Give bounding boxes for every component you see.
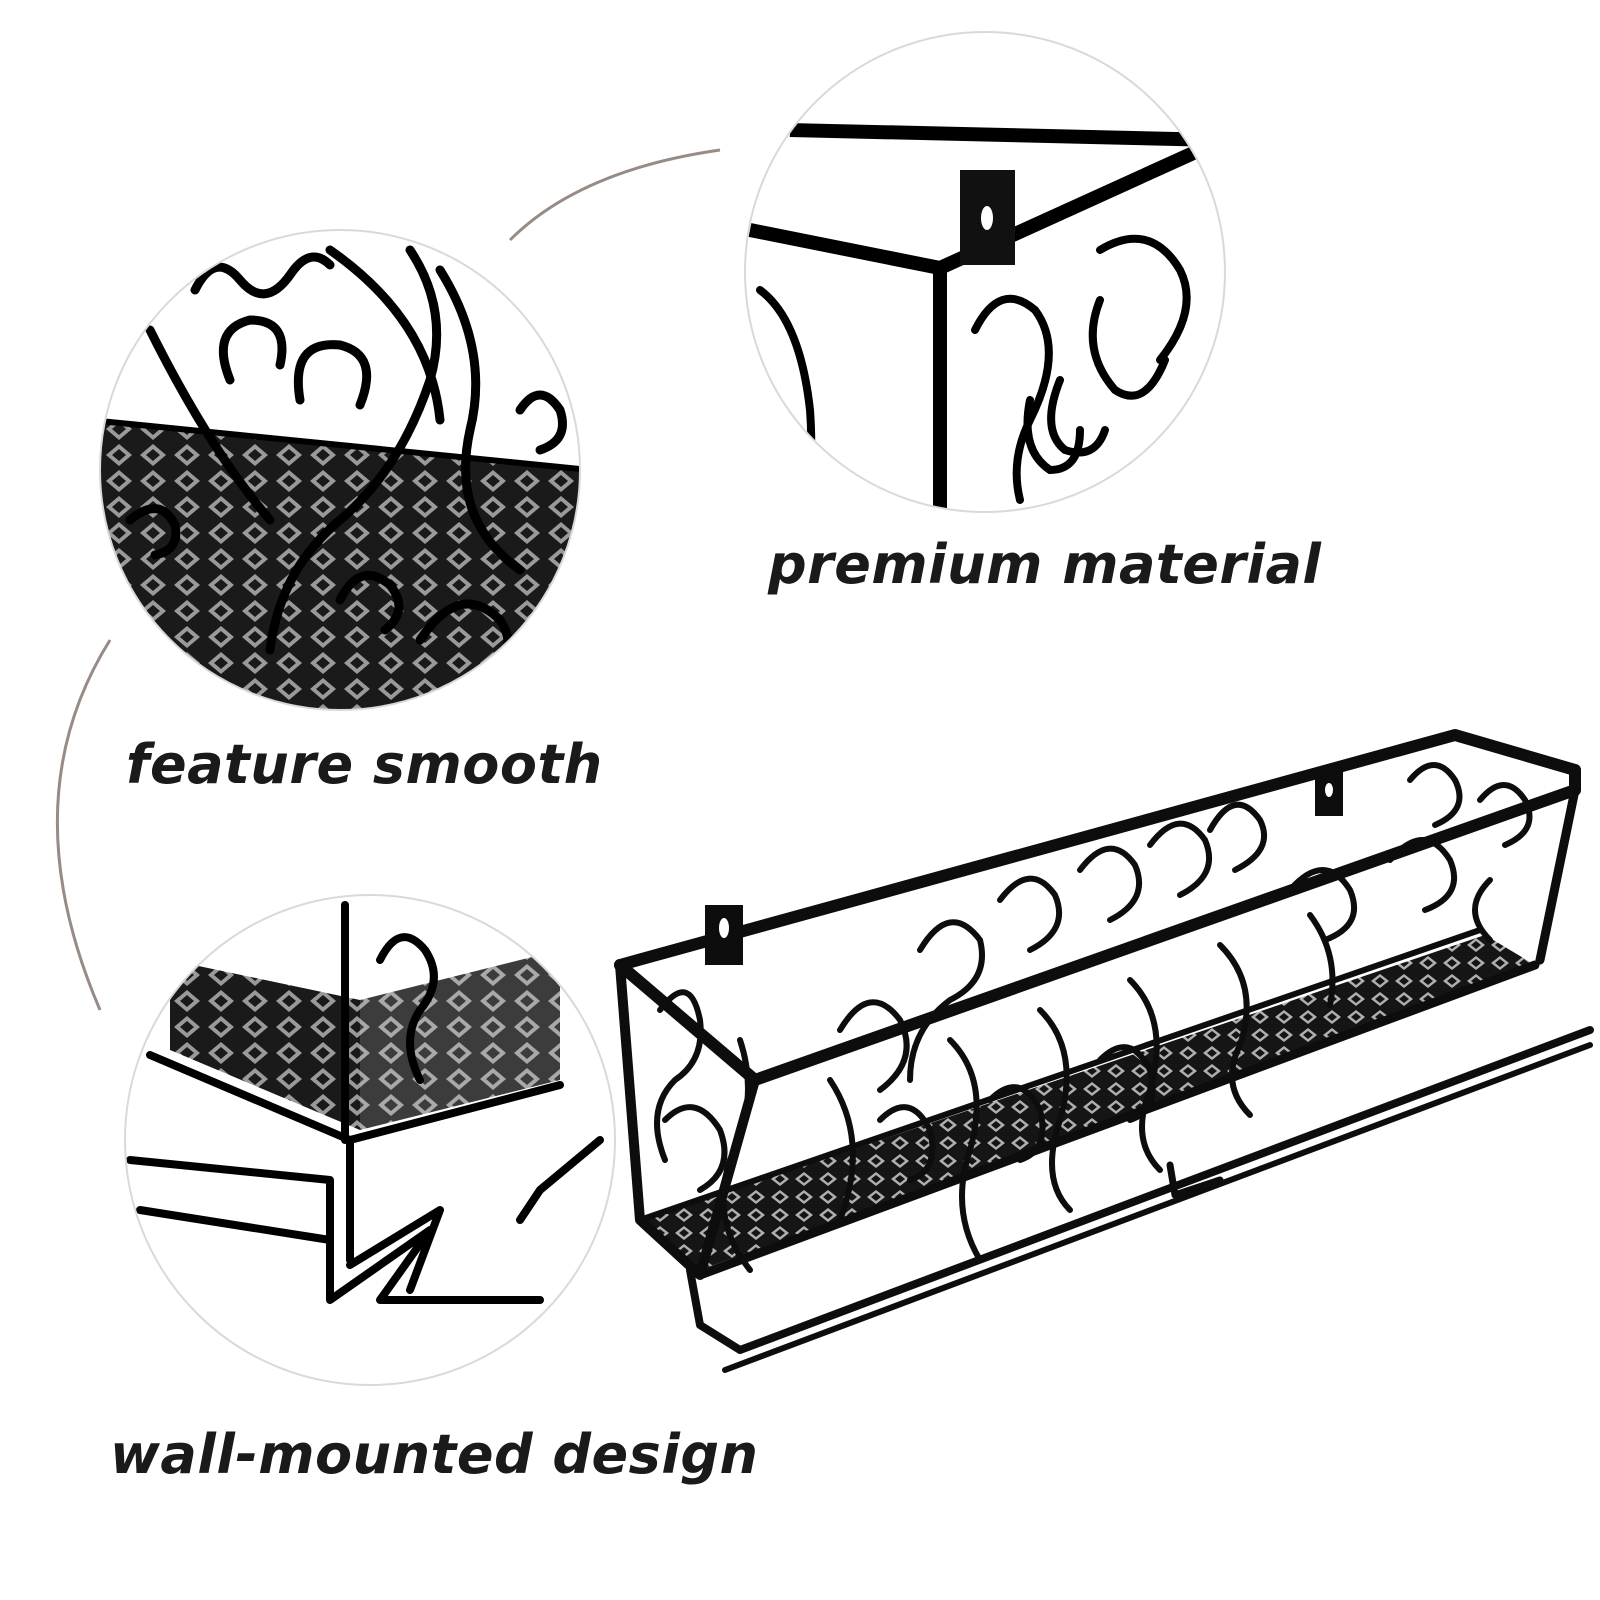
connector-arc-top xyxy=(508,148,721,242)
feature-smooth-detail xyxy=(100,230,580,710)
wall-mounted-detail xyxy=(125,895,615,1385)
caption-feature-smooth: feature smooth xyxy=(126,733,603,796)
shelf-product xyxy=(614,729,1594,1373)
caption-wall-mounted-design: wall-mounted design xyxy=(110,1423,759,1486)
connector-arc-left xyxy=(55,639,112,1011)
premium-material-detail xyxy=(745,32,1225,512)
caption-premium-material: premium material xyxy=(768,533,1322,596)
